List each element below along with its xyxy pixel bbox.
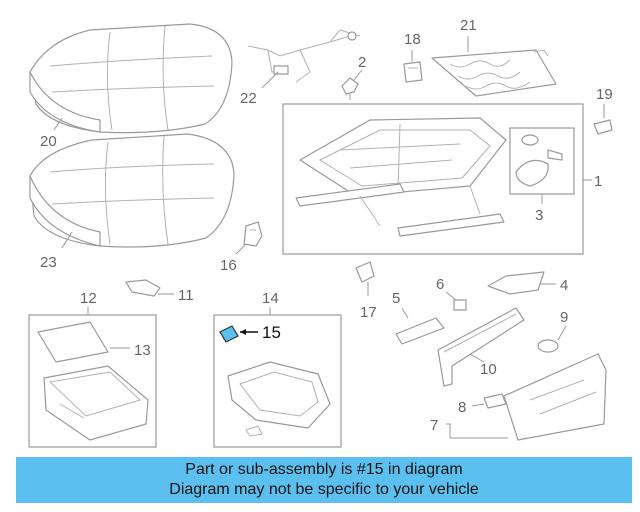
- callout-8: 8: [458, 399, 466, 416]
- part-20-cushion-pad[interactable]: [29, 23, 233, 134]
- callout-9: 9: [560, 309, 568, 326]
- callout-4: 4: [560, 277, 568, 294]
- part-1-seat-frame[interactable]: [295, 117, 507, 237]
- callout-10: 10: [480, 361, 497, 378]
- part-2-clip[interactable]: [341, 77, 359, 100]
- part-10-frame[interactable]: [437, 307, 525, 387]
- callout-15: 15: [262, 323, 281, 342]
- callout-23: 23: [40, 254, 57, 271]
- part-3-recliner[interactable]: [515, 134, 563, 187]
- callout-1: 1: [594, 173, 602, 190]
- callout-13: 13: [134, 342, 151, 359]
- part-16-bracket[interactable]: [243, 221, 263, 247]
- part-11-trim[interactable]: [125, 279, 161, 297]
- assembly-1-box: [282, 103, 584, 255]
- part-12-tray[interactable]: [43, 365, 149, 441]
- part-22-wire-harness[interactable]: [247, 29, 361, 83]
- part-14-seat-base[interactable]: [227, 361, 331, 437]
- callout-11: 11: [178, 287, 194, 304]
- callout-19: 19: [596, 86, 613, 103]
- part-13-mat[interactable]: [37, 321, 109, 363]
- part-6-clip[interactable]: [453, 299, 467, 311]
- part-19-clip[interactable]: [593, 119, 613, 135]
- assembly-12-box: [28, 314, 157, 448]
- part-17-clip[interactable]: [355, 261, 375, 283]
- callout-18: 18: [404, 31, 421, 48]
- callout-5: 5: [392, 290, 400, 307]
- banner-line-1: Part or sub-assembly is #15 in diagram: [185, 461, 463, 478]
- callout-20: 20: [40, 133, 57, 150]
- part-23-cushion-cover[interactable]: [29, 133, 235, 248]
- callout-17: 17: [360, 304, 377, 321]
- part-8-cover[interactable]: [483, 393, 507, 409]
- part-7-side-shield[interactable]: [503, 353, 607, 441]
- part-21-seat-heater[interactable]: [431, 49, 557, 97]
- part-15-highlighted[interactable]: [219, 325, 239, 343]
- part-5-trim[interactable]: [395, 317, 445, 345]
- part-18-clip[interactable]: [403, 61, 423, 83]
- callout-12: 12: [80, 290, 97, 307]
- callout-6: 6: [436, 276, 444, 293]
- callout-21: 21: [460, 17, 477, 34]
- info-banner: Part or sub-assembly is #15 in diagram D…: [16, 457, 632, 503]
- callout-3: 3: [535, 207, 543, 224]
- callout-22: 22: [240, 90, 257, 107]
- banner-line-2: Diagram may not be specific to your vehi…: [169, 481, 479, 498]
- assembly-14-box: [213, 314, 342, 448]
- part-9-fastener[interactable]: [537, 339, 559, 353]
- callout-2: 2: [358, 54, 366, 71]
- callout-16: 16: [220, 257, 237, 274]
- callout-14: 14: [262, 290, 279, 307]
- callout-7: 7: [430, 417, 438, 434]
- part-4-bracket[interactable]: [487, 271, 545, 295]
